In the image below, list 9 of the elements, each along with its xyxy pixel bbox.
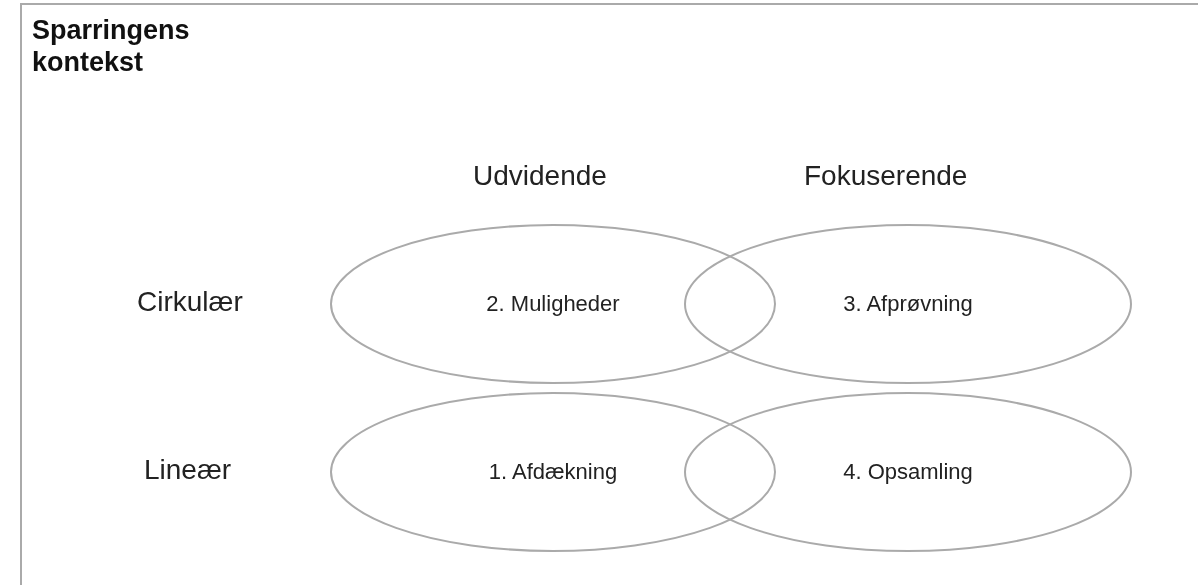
- column-heading: Udvidende: [473, 160, 607, 192]
- column-heading: Fokuserende: [804, 160, 968, 192]
- ellipse-label: 2. Muligheder: [486, 291, 620, 317]
- ellipse-label: 1. Afdækning: [488, 459, 618, 485]
- row-heading: Lineær: [144, 454, 232, 486]
- title: Sparringens kontekst: [32, 14, 191, 78]
- ellipse-label: 4. Opsamling: [843, 459, 973, 485]
- ellipse-label: 3. Afprøvning: [843, 291, 973, 317]
- row-heading: Cirkulær: [137, 286, 243, 318]
